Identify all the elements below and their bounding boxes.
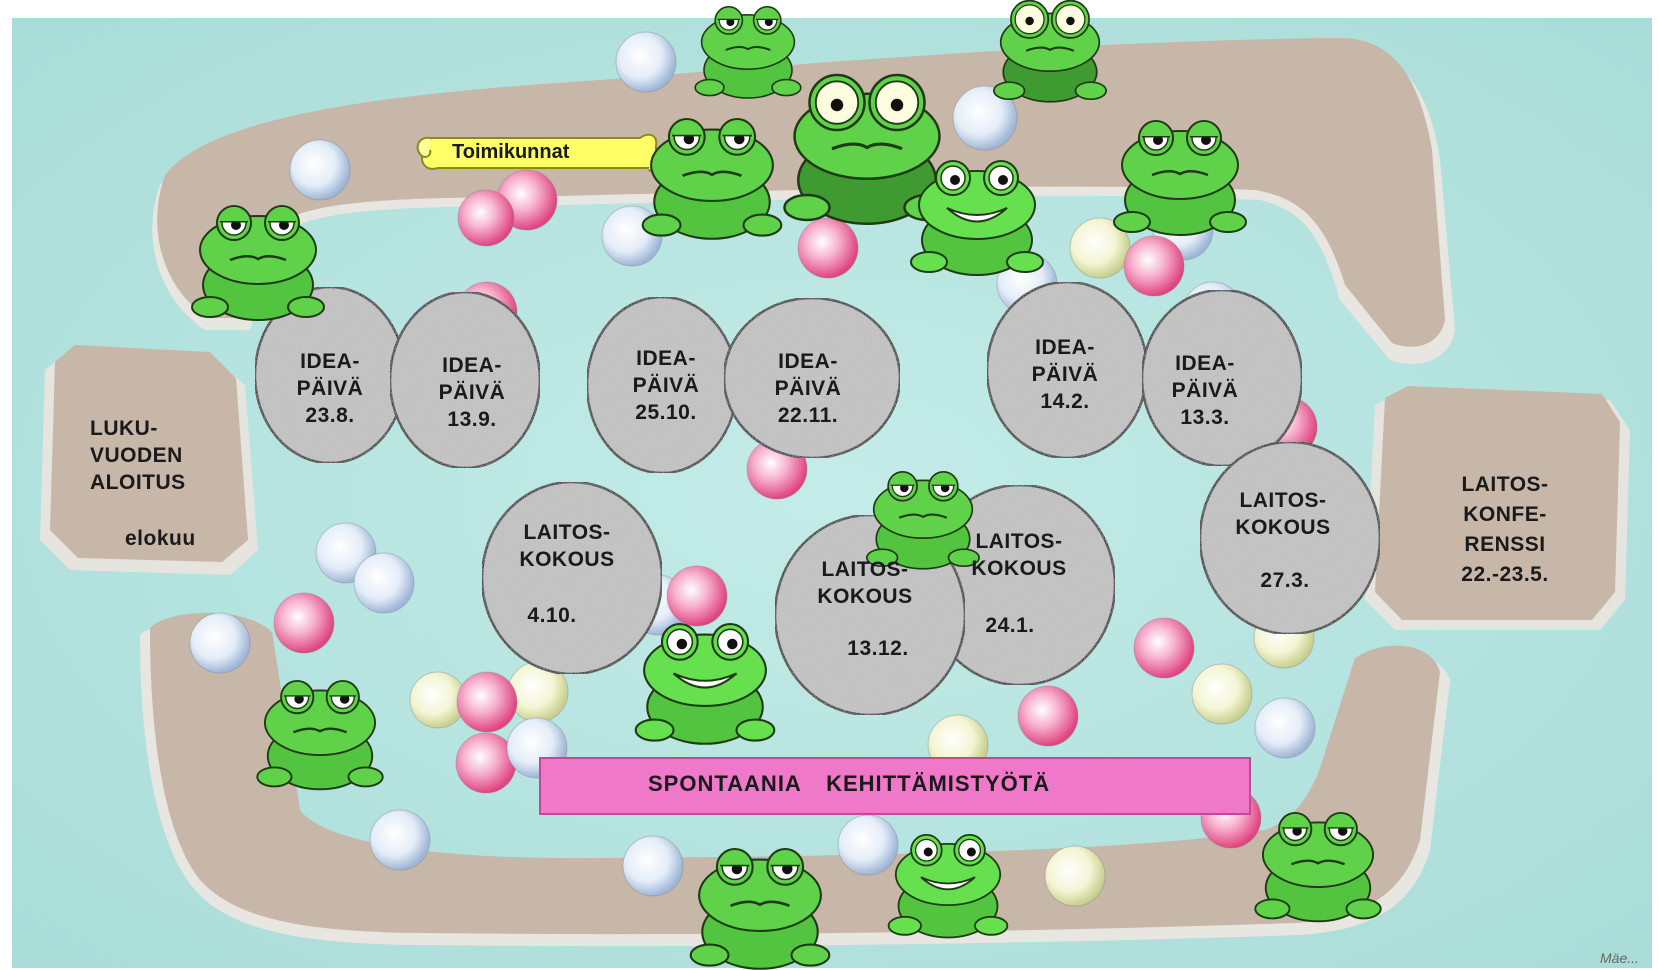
frog-icon bbox=[641, 118, 783, 240]
idea-day-4-label: IDEA- PÄIVÄ 22.11. bbox=[774, 350, 842, 427]
idea-day-6 bbox=[1140, 288, 1304, 468]
meeting-1-date: 4.10. bbox=[527, 604, 577, 627]
banner-box bbox=[539, 757, 1251, 815]
meeting-3-date: 24.1. bbox=[985, 614, 1035, 637]
bubble-icon bbox=[837, 814, 899, 876]
bottom-wall bbox=[140, 612, 1450, 947]
meeting-4-title: LAITOS- KOKOUS bbox=[1235, 489, 1331, 539]
bubble-icon bbox=[455, 732, 517, 794]
meetings bbox=[480, 440, 1382, 717]
idea-day-2 bbox=[388, 290, 542, 470]
start-stone bbox=[40, 345, 258, 575]
meeting-4 bbox=[1198, 440, 1382, 636]
idea-day-4 bbox=[722, 296, 902, 460]
meeting-2-title: LAITOS- KOKOUS bbox=[817, 558, 913, 608]
bubble-icon bbox=[1254, 697, 1316, 759]
meeting-2-date: 13.12. bbox=[847, 637, 909, 660]
bubble-icon bbox=[1044, 845, 1106, 907]
frog-icon bbox=[993, 0, 1107, 103]
frog-icon bbox=[694, 5, 802, 99]
frog-icon bbox=[1113, 120, 1247, 236]
frog-icon bbox=[887, 833, 1009, 939]
bubble-icon bbox=[622, 835, 684, 897]
meeting-4-date: 27.3. bbox=[1260, 569, 1310, 592]
meeting-1-title: LAITOS- KOKOUS bbox=[519, 521, 615, 571]
start-stone-subtitle: elokuu bbox=[125, 527, 196, 550]
bubble-icon bbox=[1017, 685, 1079, 747]
meeting-1 bbox=[480, 480, 664, 676]
start-stone-title: LUKU- VUODEN ALOITUS bbox=[90, 417, 186, 494]
bubble-icon bbox=[189, 612, 251, 674]
bubble-icon bbox=[273, 592, 335, 654]
idea-days bbox=[253, 280, 1304, 475]
banner-text: SPONTAANIA KEHITTÄMISTYÖTÄ bbox=[648, 771, 1051, 796]
frog-icon bbox=[634, 623, 776, 745]
bubble-icon bbox=[456, 671, 518, 733]
idea-day-6-label: IDEA- PÄIVÄ 13.3. bbox=[1171, 352, 1239, 429]
frog-icon bbox=[783, 73, 951, 225]
meeting-3-title: LAITOS- KOKOUS bbox=[971, 530, 1067, 580]
bubble-icon bbox=[666, 565, 728, 627]
frog-icon bbox=[910, 160, 1044, 276]
bubble-icon bbox=[353, 552, 415, 614]
bubble-icon bbox=[797, 217, 859, 279]
idea-day-2-label: IDEA- PÄIVÄ 13.9. bbox=[438, 354, 506, 431]
frog-icon bbox=[191, 205, 325, 321]
bubble-icon bbox=[289, 139, 351, 201]
bubble-icon bbox=[952, 85, 1018, 151]
idea-day-5-label: IDEA- PÄIVÄ 14.2. bbox=[1031, 336, 1099, 413]
frog-icon bbox=[866, 470, 980, 570]
end-stone bbox=[1365, 386, 1630, 630]
bubble-icon bbox=[1123, 235, 1185, 297]
signature: Mäe... bbox=[1600, 950, 1639, 966]
end-stone-title: LAITOS- KONFE- RENSSI 22.-23.5. bbox=[1461, 473, 1549, 586]
idea-day-3-label: IDEA- PÄIVÄ 25.10. bbox=[632, 347, 700, 424]
frog-icon bbox=[1254, 811, 1382, 923]
bubble-icon bbox=[457, 189, 515, 247]
bubble-icon bbox=[369, 809, 431, 871]
frog-icon bbox=[689, 848, 831, 970]
scroll-label: Toimikunnat bbox=[452, 141, 570, 163]
bubble-icon bbox=[1191, 663, 1253, 725]
bubble-icon bbox=[615, 31, 677, 93]
idea-day-1-label: IDEA- PÄIVÄ 23.8. bbox=[296, 350, 364, 427]
top-wall bbox=[152, 38, 1455, 364]
bubble-icon bbox=[1133, 617, 1195, 679]
frog-icon bbox=[256, 679, 384, 791]
frogs bbox=[191, 0, 1382, 970]
